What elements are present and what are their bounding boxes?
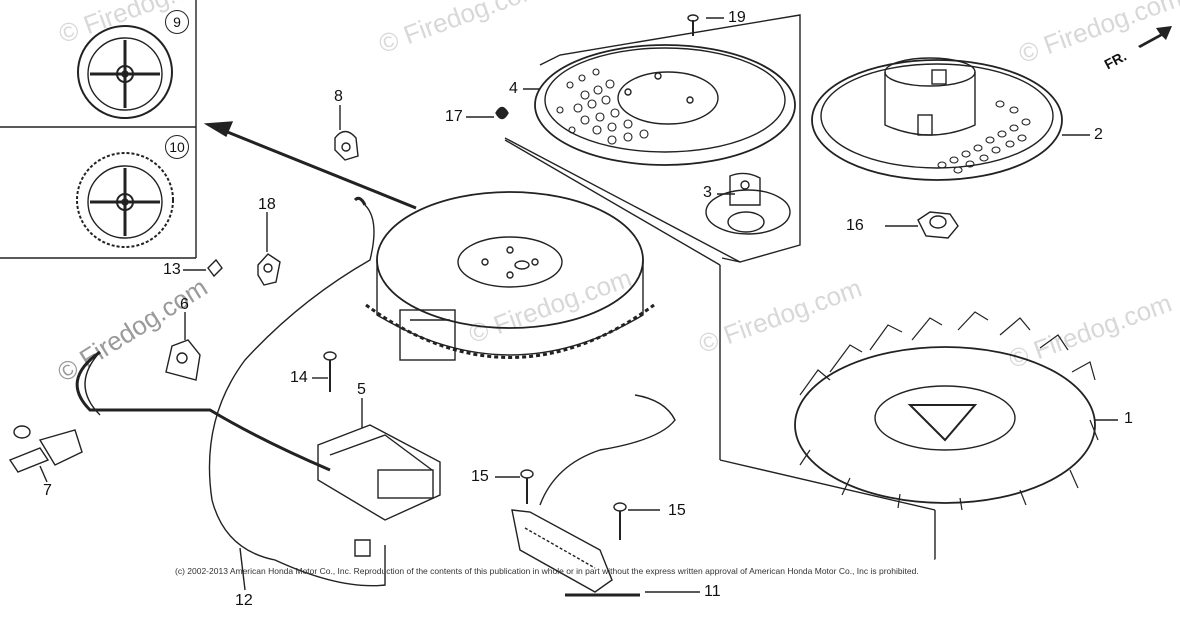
starter-pulley-10-icon <box>76 152 174 248</box>
ignition-coil-icon <box>317 424 441 521</box>
callout-4: 4 <box>509 80 518 97</box>
callout-16: 16 <box>846 217 864 234</box>
callout-10: 10 <box>165 135 189 159</box>
callout-12: 12 <box>235 592 253 609</box>
callout-5: 5 <box>357 381 366 398</box>
callout-18: 18 <box>258 196 276 213</box>
callout-8: 8 <box>334 88 343 105</box>
clip-13-icon <box>207 258 223 278</box>
exciter-coil-icon <box>511 509 640 597</box>
callout-19: 19 <box>728 9 746 26</box>
callout-2: 2 <box>1094 126 1103 143</box>
bolt-19-icon <box>687 14 699 36</box>
fuel-valve-icon <box>8 425 83 473</box>
woodruff-key-icon <box>495 106 509 120</box>
clip-8-icon <box>334 130 359 161</box>
callout-17: 17 <box>445 108 463 125</box>
cooling-fan-icon <box>794 311 1099 511</box>
callout-15a: 15 <box>471 468 489 485</box>
callout-3: 3 <box>703 184 712 201</box>
front-direction-arrow-icon <box>1138 26 1172 48</box>
bolt-15a-icon <box>520 469 534 504</box>
copyright-notice: (c) 2002-2013 American Honda Motor Co., … <box>175 566 919 576</box>
grommet-icon <box>165 339 201 381</box>
starter-case-icon <box>811 57 1063 181</box>
callout-1: 1 <box>1124 410 1133 427</box>
recoil-cover-icon <box>534 44 796 166</box>
flange-nut-icon <box>917 211 959 239</box>
callout-14: 14 <box>290 369 308 386</box>
callout-9: 9 <box>165 10 189 34</box>
clamp-18-icon <box>257 253 281 286</box>
flywheel-icon <box>365 191 655 361</box>
bolt-14-icon <box>323 351 337 392</box>
callout-7: 7 <box>43 482 52 499</box>
bolt-15b-icon <box>613 502 627 540</box>
callout-15b: 15 <box>668 502 686 519</box>
starter-pulley-9-icon <box>77 25 173 119</box>
callout-13: 13 <box>163 261 181 278</box>
callout-11: 11 <box>704 583 721 600</box>
starter-ratchet-icon <box>705 172 791 235</box>
callout-6: 6 <box>180 296 189 313</box>
